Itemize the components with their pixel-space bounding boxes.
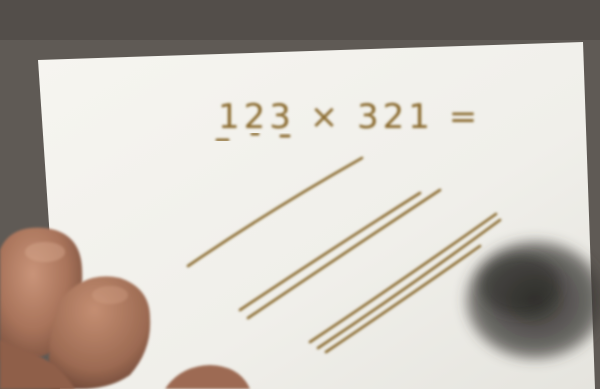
paper-sheet: [38, 42, 595, 389]
diagonal-lines-single: [186, 156, 364, 268]
pen-shadow: [480, 255, 560, 315]
finger-middle: [48, 276, 151, 389]
hand-palm: [0, 340, 250, 389]
top-shadow: [0, 0, 600, 40]
diagonal-lines-double: [238, 188, 442, 320]
digit-underline-marks: [215, 132, 291, 142]
diagonal-lines-triple: [308, 212, 502, 354]
handwritten-equation: 123 × 321 =: [218, 97, 481, 137]
